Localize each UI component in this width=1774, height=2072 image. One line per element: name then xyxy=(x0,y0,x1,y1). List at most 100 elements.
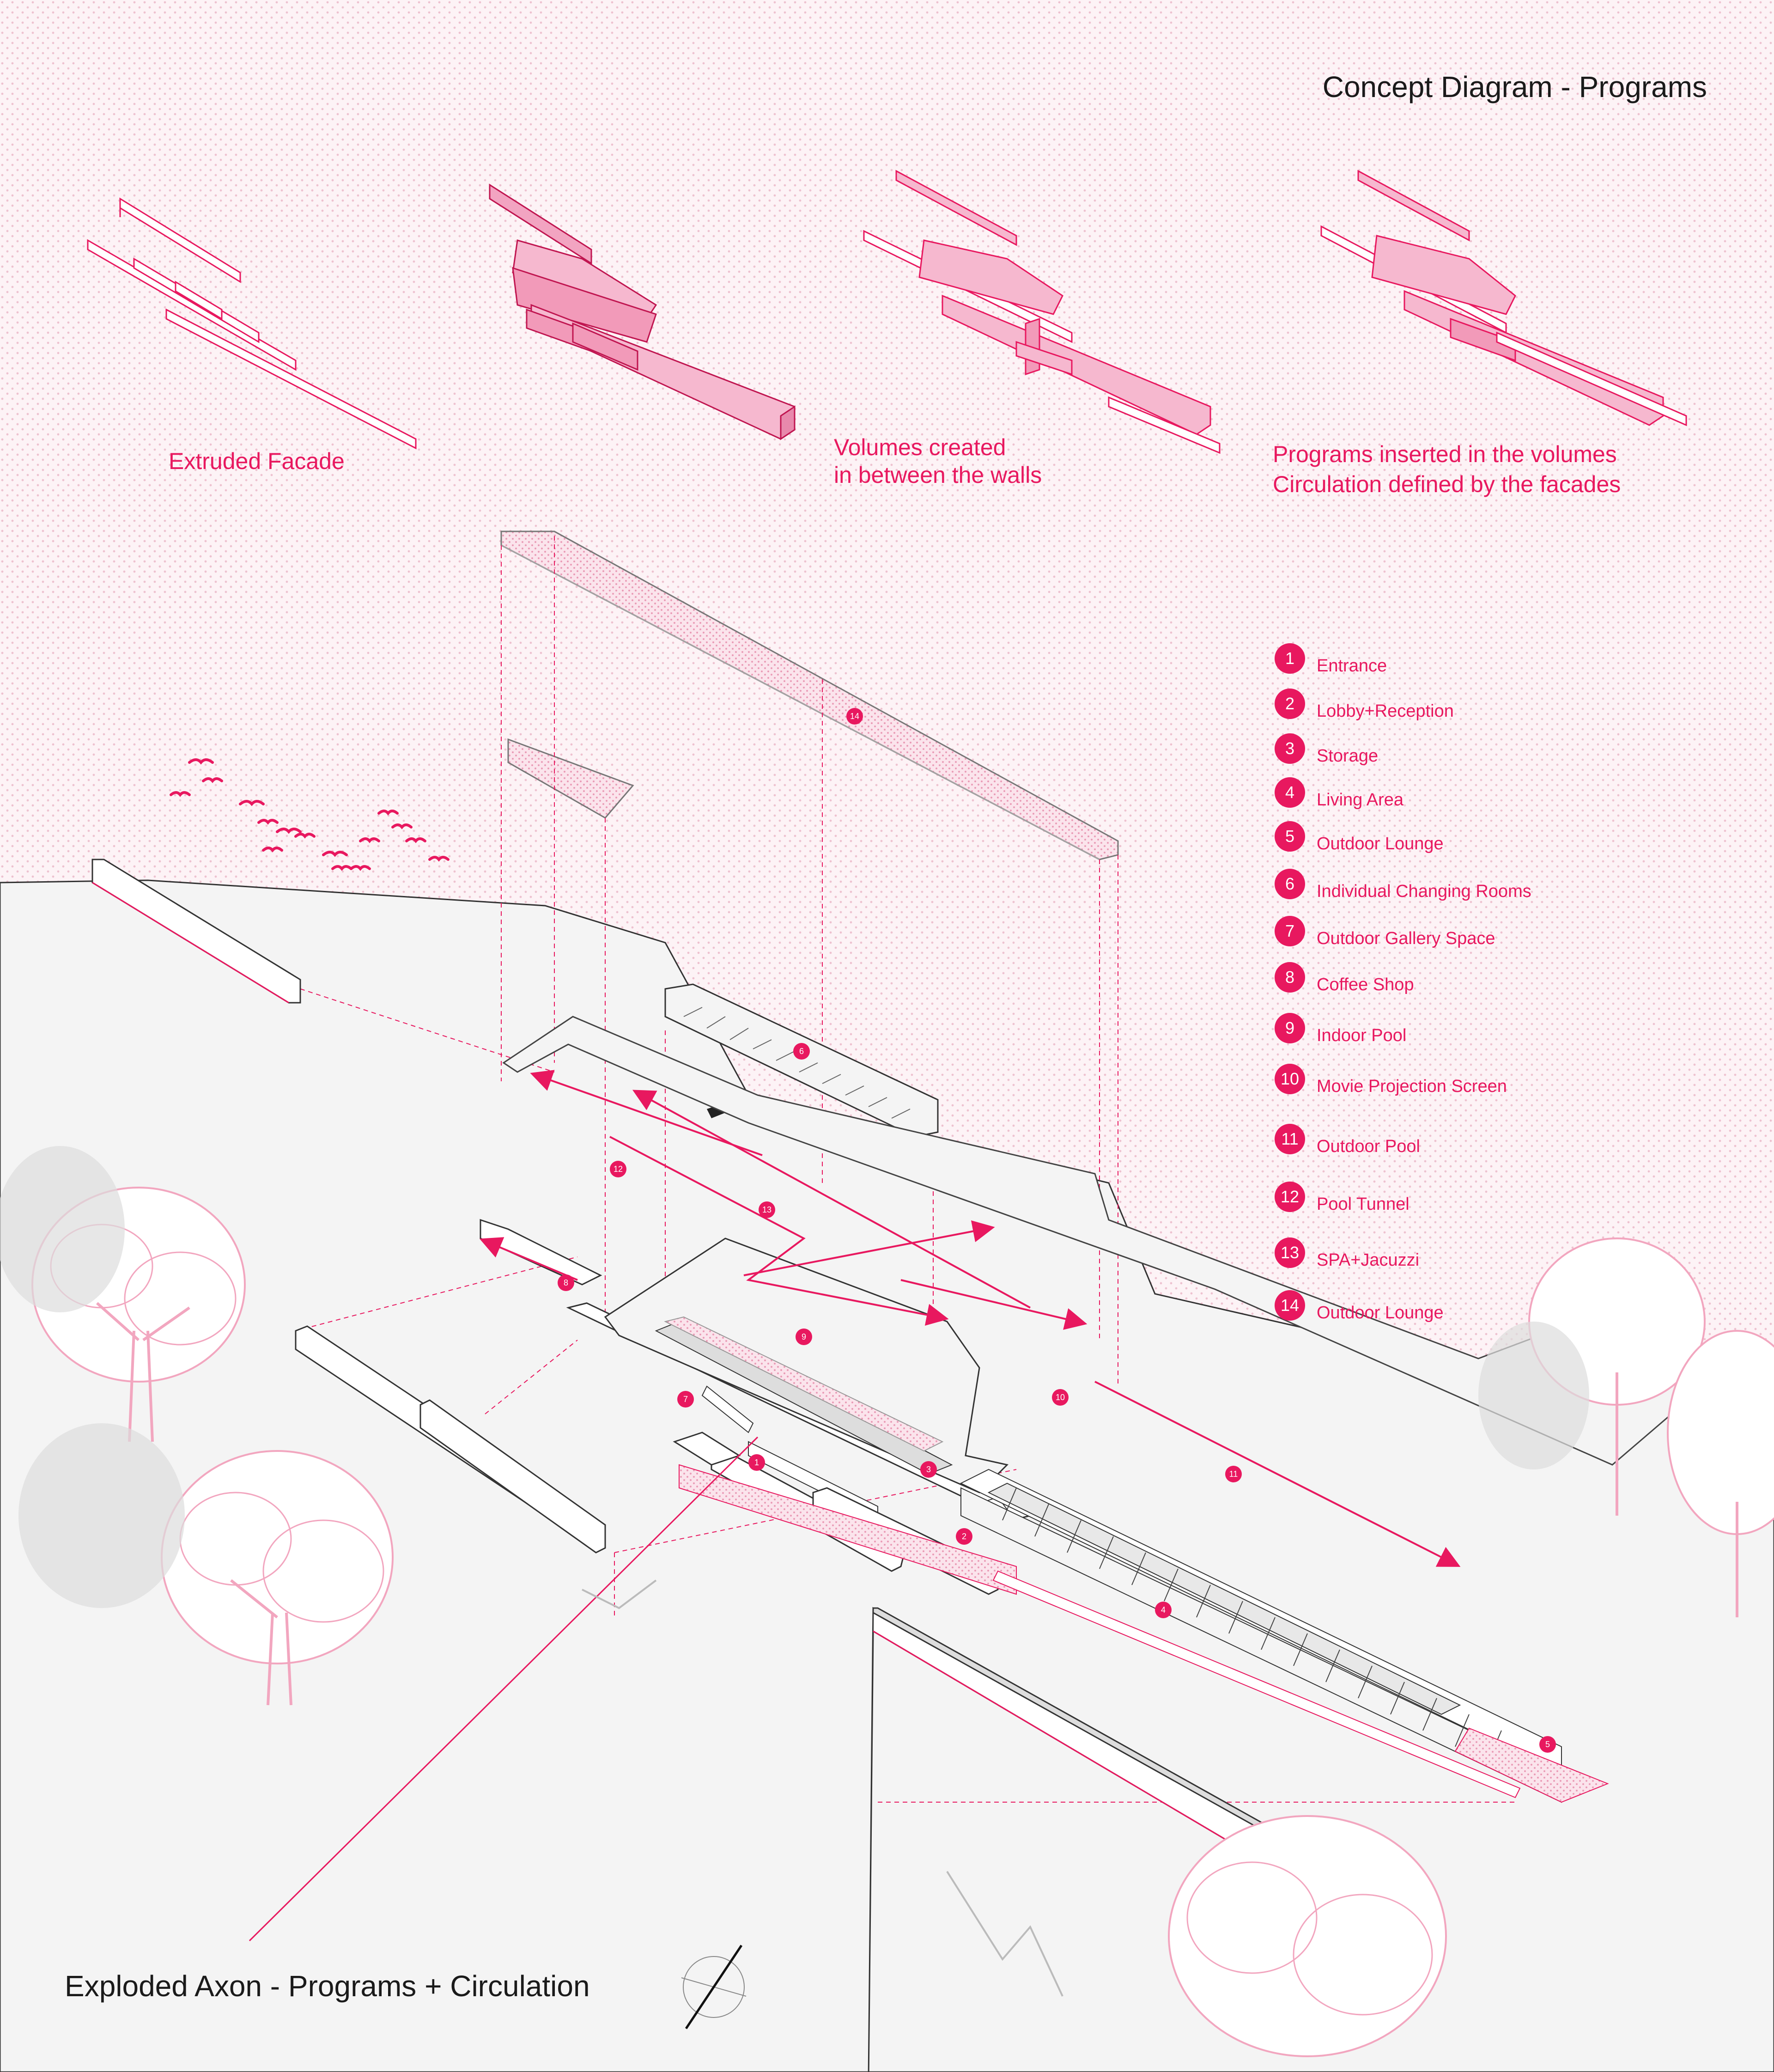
axon-program-tags: 14 6 12 13 8 9 10 11 7 1 3 2 4 5 xyxy=(558,708,1556,1753)
tag-14: 14 xyxy=(846,708,863,725)
svg-text:12: 12 xyxy=(614,1164,623,1174)
concept-step1-caption: Extruded Facade xyxy=(169,448,345,474)
svg-text:2: 2 xyxy=(962,1532,966,1541)
legend-label: Pool Tunnel xyxy=(1317,1194,1409,1214)
tag-2: 2 xyxy=(956,1528,972,1545)
north-arrow-icon xyxy=(681,1944,747,2029)
legend-number-badge xyxy=(1275,1290,1305,1321)
bird-icon xyxy=(257,819,279,825)
svg-text:7: 7 xyxy=(683,1395,688,1404)
legend-number-badge xyxy=(1275,962,1305,993)
bird-icon xyxy=(331,865,352,871)
legend-item: 1 Entrance xyxy=(1275,643,1387,676)
legend-label: Coffee Shop xyxy=(1317,975,1414,994)
legend-number: 12 xyxy=(1281,1187,1299,1206)
svg-text:5: 5 xyxy=(1545,1740,1550,1749)
gallery-floor-plate xyxy=(679,1464,1017,1595)
legend-number-badge xyxy=(1275,1182,1305,1212)
legend-label: SPA+Jacuzzi xyxy=(1317,1250,1419,1270)
svg-text:4: 4 xyxy=(1161,1605,1166,1615)
bird-icon xyxy=(202,777,223,783)
concept-extruded-facade xyxy=(87,197,417,450)
svg-text:1: 1 xyxy=(754,1458,759,1467)
legend-number: 7 xyxy=(1285,921,1294,940)
circulation-arrows xyxy=(479,1070,1461,1567)
legend-number-badge xyxy=(1275,733,1305,764)
legend-label: Outdoor Lounge xyxy=(1317,1303,1444,1322)
birds-flock xyxy=(170,758,450,871)
tag-8: 8 xyxy=(558,1274,574,1291)
concept-step3-caption-line1: Programs inserted in the volumes xyxy=(1273,441,1617,467)
tag-1: 1 xyxy=(748,1454,765,1471)
bird-icon xyxy=(405,837,426,843)
legend-number-badge xyxy=(1275,643,1305,674)
legend-number: 8 xyxy=(1285,968,1294,987)
legend-item: 12 Pool Tunnel xyxy=(1275,1182,1409,1214)
tag-12: 12 xyxy=(610,1161,626,1177)
ground-plane xyxy=(0,879,1774,2072)
svg-text:13: 13 xyxy=(762,1205,772,1214)
tag-9: 9 xyxy=(796,1329,812,1345)
bare-branch xyxy=(582,1579,657,1609)
legend-number: 4 xyxy=(1285,783,1294,802)
bird-icon xyxy=(262,847,283,853)
living-area-rafters xyxy=(1002,1487,1502,1763)
tree-icon xyxy=(1667,1330,1774,1617)
bare-branch xyxy=(946,1871,1063,1997)
bird-icon xyxy=(239,800,265,806)
svg-text:8: 8 xyxy=(564,1278,568,1287)
legend-number-badge xyxy=(1275,689,1305,719)
living-floor-plate xyxy=(992,1570,1521,1798)
bird-icon xyxy=(170,791,191,797)
concept-volumes xyxy=(489,183,796,440)
tag-5: 5 xyxy=(1539,1736,1556,1753)
legend-item: 10 Movie Projection Screen xyxy=(1275,1064,1507,1096)
legend-item: 11 Outdoor Pool xyxy=(1275,1124,1420,1156)
legend-number: 5 xyxy=(1285,827,1294,846)
tag-6: 6 xyxy=(793,1043,810,1060)
legend-label: Outdoor Pool xyxy=(1317,1137,1420,1156)
legend-number: 2 xyxy=(1285,694,1294,713)
concept-step2-caption-line2: in between the walls xyxy=(834,462,1042,488)
entrance-axis-line xyxy=(249,1436,759,1942)
legend-number: 9 xyxy=(1285,1018,1294,1037)
legend-label: Outdoor Lounge xyxy=(1317,834,1444,853)
legend-number: 11 xyxy=(1281,1129,1298,1148)
legend-number: 1 xyxy=(1285,649,1294,668)
legend-label: Entrance xyxy=(1317,656,1387,676)
trees xyxy=(0,1146,1774,2057)
tag-3: 3 xyxy=(920,1461,937,1478)
outdoor-lounge-deck xyxy=(1454,1727,1609,1803)
concept-programs-inserted xyxy=(863,170,1221,454)
tag-11: 11 xyxy=(1225,1466,1242,1482)
legend-label: Outdoor Gallery Space xyxy=(1317,929,1495,948)
bird-icon xyxy=(276,828,302,834)
legend-item: 14 Outdoor Lounge xyxy=(1275,1290,1444,1322)
legend-number-badge xyxy=(1275,1064,1305,1094)
bird-icon xyxy=(322,851,348,857)
legend-item: 13 SPA+Jacuzzi xyxy=(1275,1237,1419,1270)
svg-text:9: 9 xyxy=(802,1332,806,1341)
axon-title: Exploded Axon - Programs + Circulation xyxy=(65,1969,590,2003)
bird-icon xyxy=(377,810,399,816)
legend-label: Storage xyxy=(1317,746,1378,766)
legend-number: 13 xyxy=(1281,1243,1299,1262)
legend-number: 14 xyxy=(1281,1296,1299,1315)
svg-text:3: 3 xyxy=(926,1465,931,1474)
legend-number-badge xyxy=(1275,869,1305,899)
legend-label: Movie Projection Screen xyxy=(1317,1077,1507,1096)
concept-step2-caption-line1: Volumes created xyxy=(834,434,1006,460)
legend-item: 5 Outdoor Lounge xyxy=(1275,821,1444,853)
legend-number-badge xyxy=(1275,821,1305,852)
legend-number-badge xyxy=(1275,1124,1305,1154)
living-area-units xyxy=(960,1469,1562,1803)
svg-text:6: 6 xyxy=(799,1047,804,1056)
legend-number: 10 xyxy=(1281,1069,1299,1088)
